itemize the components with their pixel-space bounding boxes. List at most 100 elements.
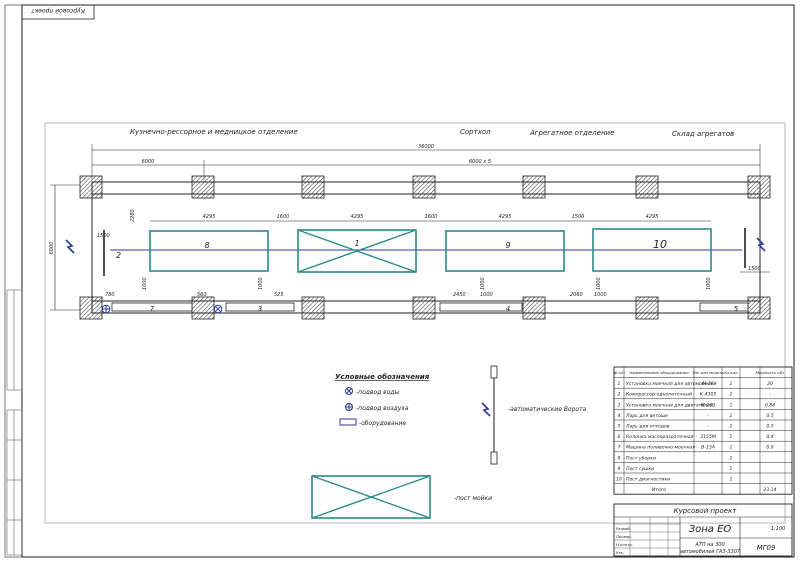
- spec-cell: 1: [730, 445, 733, 451]
- spec-header: Кол-во: [724, 370, 738, 375]
- spec-cell: М-36: [702, 381, 714, 387]
- dim-780: 780: [105, 292, 115, 298]
- dim-1000-g: 1000: [594, 292, 607, 298]
- spec-cell: 0.9: [766, 445, 773, 451]
- equip-5-label: 5: [734, 305, 739, 313]
- label-aggregate: Агрегатное отделение: [529, 129, 614, 137]
- gate-left-icon: [65, 230, 105, 276]
- spec-cell: М-203: [701, 402, 715, 408]
- legend-water: -подвод воды: [356, 389, 400, 396]
- dim-post-w-3: 4295: [499, 214, 512, 220]
- spec-cell: 1: [618, 381, 621, 387]
- post-1-wash-box: [297, 229, 417, 273]
- corner-stamp: [21, 4, 95, 20]
- dim-height: 6000: [49, 242, 55, 255]
- dim-1000-b: 1000: [258, 277, 264, 290]
- plan-viewport: [44, 122, 786, 524]
- spec-cell: –: [707, 414, 710, 419]
- spec-cell: 9: [618, 466, 621, 472]
- dim-1500-right: 1500: [748, 266, 761, 272]
- dim-1000-e: 1000: [706, 277, 712, 290]
- spec-cell: 1: [730, 466, 733, 472]
- spec-cell: 3: [618, 402, 621, 408]
- legend-gate-icon: [481, 365, 498, 465]
- left-margin-box-1: [6, 289, 23, 391]
- spec-cell: Ларь для ветоши: [625, 413, 668, 419]
- spec-cell: –: [769, 393, 772, 398]
- dim-2450: 2450: [453, 292, 466, 298]
- column: [522, 296, 546, 320]
- spec-cell: 0.84: [765, 402, 775, 408]
- dim-gap-2: 1600: [425, 214, 438, 220]
- dim-1000-c: 1000: [480, 277, 486, 290]
- dim-gap-1: 1600: [277, 214, 290, 220]
- spec-cell: 1: [730, 381, 733, 387]
- spec-cell: Установка моечная для двигателей: [626, 402, 713, 408]
- legend-equipment-icon: [339, 418, 357, 426]
- title-role-2: Провер.: [616, 534, 632, 539]
- spec-header: № п/п: [612, 370, 625, 375]
- spec-total-value: 23.14: [763, 487, 776, 493]
- title-project: Курсовой проект: [674, 507, 738, 515]
- equip-4-box: [439, 302, 523, 312]
- column: [301, 296, 325, 320]
- equip-7-label: 7: [150, 305, 155, 313]
- spec-cell: 10: [616, 477, 622, 483]
- title-zone: Зона ЕО: [689, 524, 732, 535]
- gate-right-icon: [744, 228, 766, 268]
- spec-cell: Машина поливочно-моечная: [626, 445, 695, 451]
- column: [79, 175, 103, 199]
- spec-cell: 1: [730, 477, 733, 483]
- spec-cell: Пост уборки: [626, 455, 656, 461]
- label-warehouse: Склад агрегатов: [672, 130, 734, 138]
- spec-cell: 1: [730, 392, 733, 398]
- label-corridor: Сортхол: [460, 128, 491, 136]
- spec-total-label: Итого: [652, 487, 666, 493]
- post-9-box: [445, 230, 565, 272]
- spec-cell: 8: [618, 455, 621, 461]
- title-org-2: автомобилей ГАЗ-3307: [680, 549, 741, 555]
- column: [301, 175, 325, 199]
- dim-spans: 6000 х 5: [469, 159, 491, 165]
- dim-post-w-2: 4295: [351, 214, 364, 220]
- spec-header: Наименование оборудования: [629, 370, 689, 375]
- spec-cell: 1: [730, 434, 733, 440]
- spec-cell: К-4305: [700, 392, 717, 398]
- column: [79, 296, 103, 320]
- spec-cell: 1: [730, 413, 733, 419]
- legend-gate: -автоматические Ворота: [508, 406, 587, 413]
- equip-5-box: [699, 302, 749, 312]
- label-forge: Кузнечно-рессорное и медницкое отделение: [130, 128, 298, 136]
- water-supply-icon: [213, 304, 223, 314]
- post-10-box: [592, 228, 712, 272]
- spec-cell: 2: [618, 392, 621, 398]
- column: [747, 296, 771, 320]
- spec-cell: Ларь для отходов: [625, 424, 670, 430]
- spec-cell: 0.4: [766, 434, 773, 440]
- spec-cell: 7: [618, 445, 621, 451]
- legend-wash-icon: [311, 475, 431, 519]
- post-2-label: 2: [116, 251, 121, 260]
- equip-3-box: [225, 302, 295, 312]
- equip-7-box: [111, 302, 193, 312]
- spec-cell: Пост диагностики: [626, 477, 670, 483]
- dim-1000-a: 1000: [142, 277, 148, 290]
- dim-1000-f: 1000: [480, 292, 493, 298]
- spec-cell: 1: [730, 455, 733, 461]
- spec-cell: 6: [618, 434, 621, 440]
- column: [191, 296, 215, 320]
- spec-cell: В-13А: [701, 445, 715, 451]
- left-margin-box-2: [6, 409, 23, 556]
- spec-cell: 3155М: [700, 434, 716, 440]
- spec-cell: –: [707, 425, 710, 430]
- air-supply-icon: [101, 304, 111, 314]
- column: [747, 175, 771, 199]
- title-role-3: Н.контр.: [616, 542, 633, 547]
- post-8-box: [149, 230, 269, 272]
- column: [635, 175, 659, 199]
- dim-first-span: 6000: [142, 159, 155, 165]
- dim-2060: 2060: [570, 292, 583, 298]
- equip-3-label: 3: [258, 305, 262, 313]
